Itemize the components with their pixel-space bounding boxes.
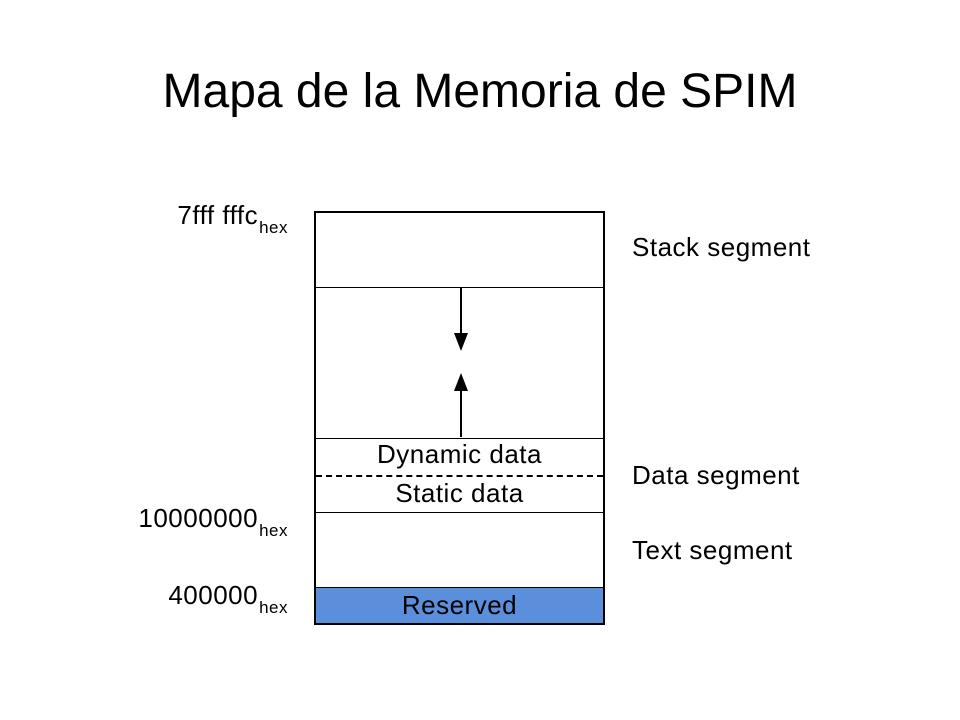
address-value: 400000 xyxy=(168,580,259,610)
heap-growth-arrow-up xyxy=(454,373,468,437)
dynamic-static-divider xyxy=(316,475,603,477)
address-value: 7fff fffc xyxy=(177,200,259,230)
address-data-start: 10000000hex xyxy=(138,503,288,540)
text-segment-boundary xyxy=(316,587,603,588)
address-text-start: 400000hex xyxy=(168,580,288,617)
address-suffix: hex xyxy=(259,521,288,540)
growth-arrows xyxy=(454,288,468,437)
slide-title: Mapa de la Memoria de SPIM xyxy=(162,65,798,118)
data-segment-label: Data segment xyxy=(632,460,800,490)
static-data-label: Static data xyxy=(395,478,524,508)
address-suffix: hex xyxy=(259,598,288,617)
dynamic-data-top-boundary xyxy=(316,438,603,439)
address-value: 10000000 xyxy=(138,503,259,533)
text-segment-label: Text segment xyxy=(632,535,793,565)
address-suffix: hex xyxy=(259,218,288,237)
memory-map: Dynamic data Static data Reserved xyxy=(314,211,605,625)
stack-segment-label: Stack segment xyxy=(632,232,811,262)
stack-segment-boundary xyxy=(316,287,603,288)
reserved-region xyxy=(316,588,603,623)
data-segment-boundary xyxy=(316,512,603,513)
stack-growth-arrow-down xyxy=(454,288,468,351)
address-stack-top: 7fff fffchex xyxy=(177,200,288,237)
reserved-label: Reserved xyxy=(401,590,518,620)
dynamic-data-label: Dynamic data xyxy=(377,439,542,469)
